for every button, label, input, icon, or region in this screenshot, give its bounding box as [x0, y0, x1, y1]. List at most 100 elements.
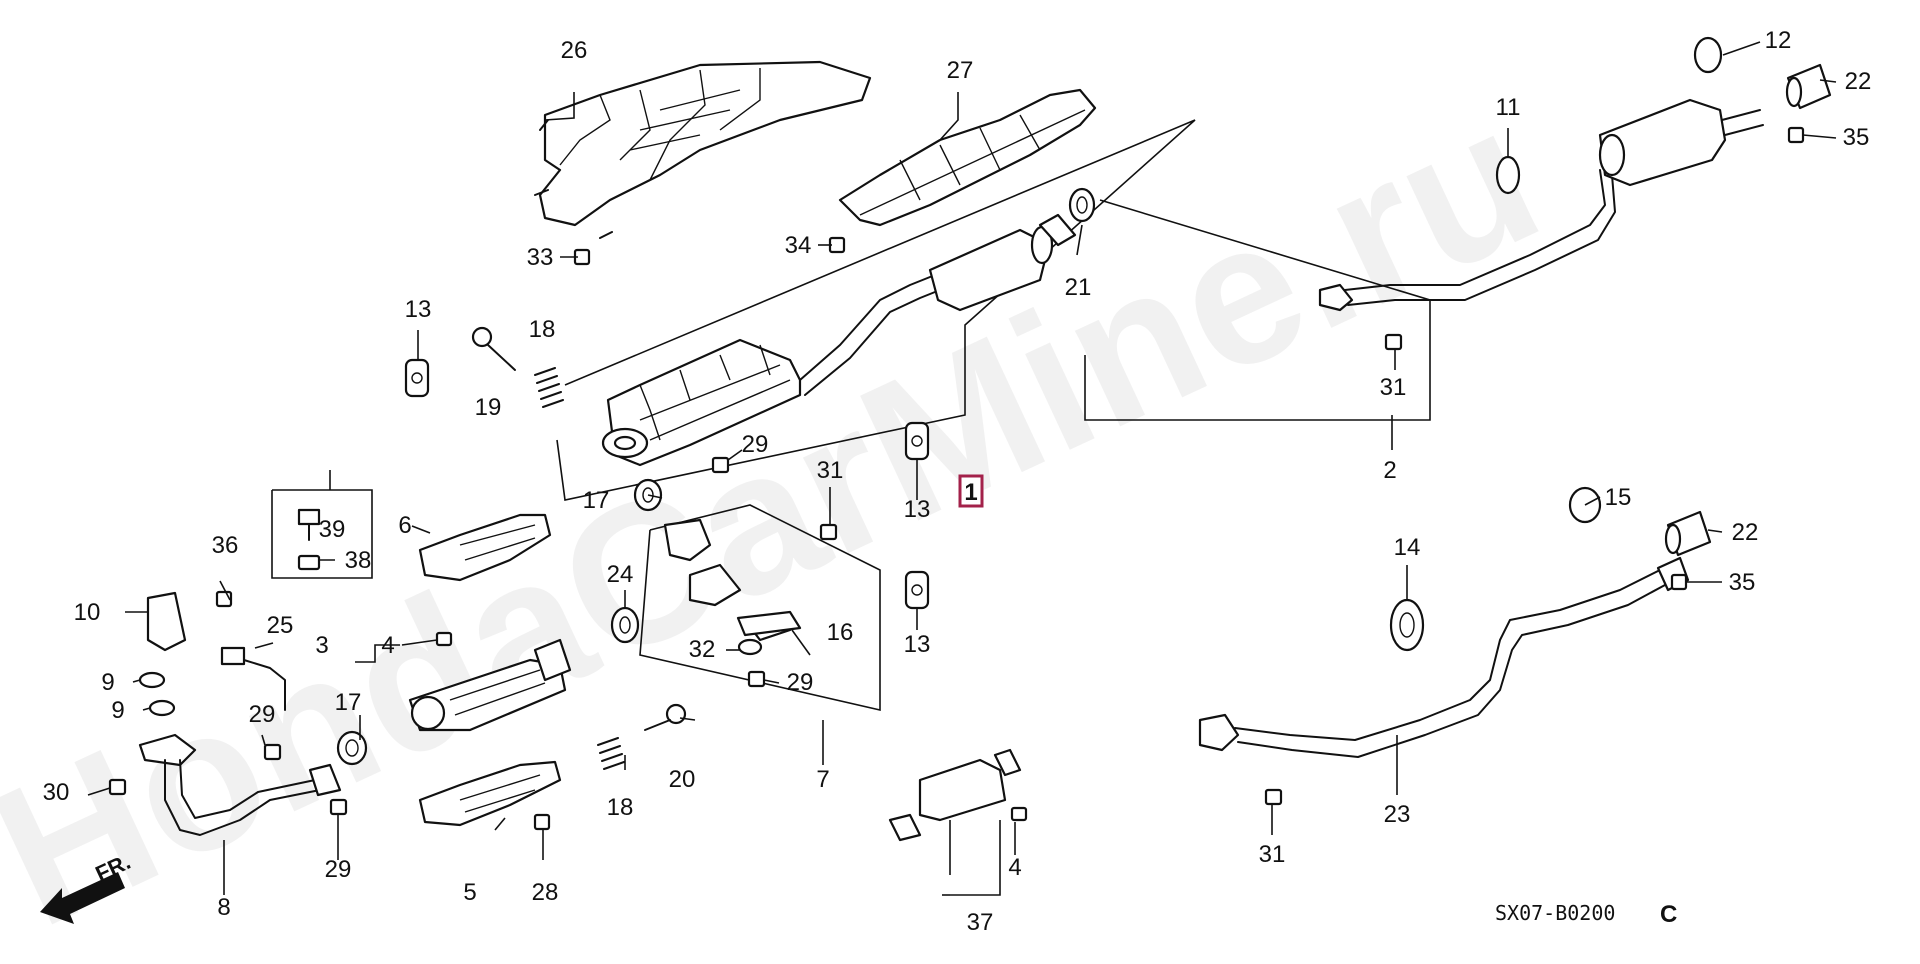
label-18-a: 18 [529, 316, 556, 343]
upper-heat-shield [534, 60, 872, 239]
label-17-a: 17 [583, 487, 610, 514]
nut-31-b [1384, 333, 1403, 351]
o2-sensor-25 [220, 646, 286, 711]
bolt-19 [471, 326, 516, 371]
bolt-34 [828, 236, 846, 254]
washer-9-a [138, 671, 166, 689]
label-26: 26 [561, 37, 588, 64]
label-22-b: 22 [1732, 519, 1759, 546]
label-32: 32 [689, 636, 716, 663]
nut-31-c [1264, 788, 1283, 806]
highlighted-part-1[interactable]: 1 [958, 474, 984, 508]
spring-18-a [534, 367, 564, 408]
gasket-17-b [336, 730, 368, 766]
bolt-20 [644, 703, 687, 731]
bolt-4 [435, 631, 1028, 822]
leader-lines [87, 41, 1837, 896]
label-34: 34 [785, 232, 812, 259]
label-31-a: 31 [817, 457, 844, 484]
hanger-12 [1693, 36, 1723, 74]
label-12: 12 [1765, 27, 1792, 54]
label-1: 1 [964, 479, 977, 506]
bolt-35-b [1670, 573, 1688, 591]
reference-code-text: SX07-B0200 [1495, 901, 1615, 925]
label-4-b: 4 [1008, 854, 1021, 881]
label-9-b: 9 [111, 697, 124, 724]
label-17-b: 17 [335, 689, 362, 716]
label-23: 23 [1384, 801, 1411, 828]
converter-3 [408, 638, 572, 732]
label-15: 15 [1605, 484, 1632, 511]
tailpipe-lower [1198, 556, 1690, 758]
gasket-24 [610, 606, 640, 644]
label-14: 14 [1394, 534, 1421, 561]
finisher-22-a [1785, 63, 1832, 110]
label-29-a: 29 [742, 431, 769, 458]
label-37: 37 [967, 909, 994, 936]
nut-38 [297, 554, 321, 571]
heat-shield-6 [418, 513, 552, 582]
watermark: HondaCarMine.ru [0, 62, 1569, 959]
label-35-a: 35 [1843, 124, 1870, 151]
front-arrow-icon [40, 872, 125, 924]
label-7: 7 [816, 766, 829, 793]
bracket-10 [146, 591, 187, 652]
label-3: 3 [315, 632, 328, 659]
hanger-13-c [904, 570, 930, 610]
label-30: 30 [43, 779, 70, 806]
lower-heat-shield [838, 88, 1097, 227]
label-21: 21 [1065, 274, 1092, 301]
hanger-14 [1389, 598, 1425, 652]
reference-code: SX07-B0200 C [1495, 901, 1677, 928]
bolt-35-a [1787, 126, 1805, 144]
label-16: 16 [827, 619, 854, 646]
label-29-d: 29 [325, 856, 352, 883]
label-25: 25 [267, 612, 294, 639]
bracket-16 [736, 610, 802, 637]
label-13-b: 13 [904, 496, 931, 523]
nut-29-d [329, 798, 348, 816]
washer-9-b [148, 699, 176, 717]
label-31-c: 31 [1259, 841, 1286, 868]
hanger-13-a [404, 358, 430, 398]
heat-shield-5 [418, 760, 562, 827]
finisher-22-b [1664, 510, 1712, 557]
nut-29-c [263, 743, 282, 761]
label-5: 5 [463, 879, 476, 906]
label-29-b: 29 [787, 669, 814, 696]
hanger-13-b [904, 421, 930, 461]
reference-suffix: C [1660, 901, 1677, 928]
label-20: 20 [669, 766, 696, 793]
label-13-a: 13 [405, 296, 432, 323]
label-38: 38 [345, 547, 372, 574]
label-9-a: 9 [101, 669, 114, 696]
label-33: 33 [527, 244, 554, 271]
label-4-a: 4 [381, 632, 394, 659]
nut-31-a [819, 523, 838, 541]
label-35-b: 35 [1729, 569, 1756, 596]
spring-18-b [597, 737, 625, 770]
tailpipe [1084, 98, 1764, 421]
nut-29-a [711, 456, 730, 474]
pipe-section-37 [888, 748, 1022, 842]
label-39: 39 [319, 516, 346, 543]
label-19: 19 [475, 394, 502, 421]
label-11: 11 [1496, 94, 1521, 121]
bolt-39 [297, 508, 321, 541]
washer-32 [737, 638, 763, 656]
label-28: 28 [532, 879, 559, 906]
label-2: 2 [1383, 457, 1396, 484]
label-31-b: 31 [1380, 374, 1407, 401]
nut-30 [108, 778, 127, 796]
bolt-28 [533, 813, 551, 831]
label-36: 36 [212, 532, 239, 559]
label-13-c: 13 [904, 631, 931, 658]
label-10: 10 [74, 599, 101, 626]
front-pipe [138, 733, 342, 836]
nut-29-b [747, 670, 766, 688]
gasket-21 [1068, 187, 1096, 223]
label-29-c: 29 [249, 701, 276, 728]
part-labels: 26 27 33 34 13 18 19 21 31 2 11 12 22 35… [43, 27, 1872, 936]
